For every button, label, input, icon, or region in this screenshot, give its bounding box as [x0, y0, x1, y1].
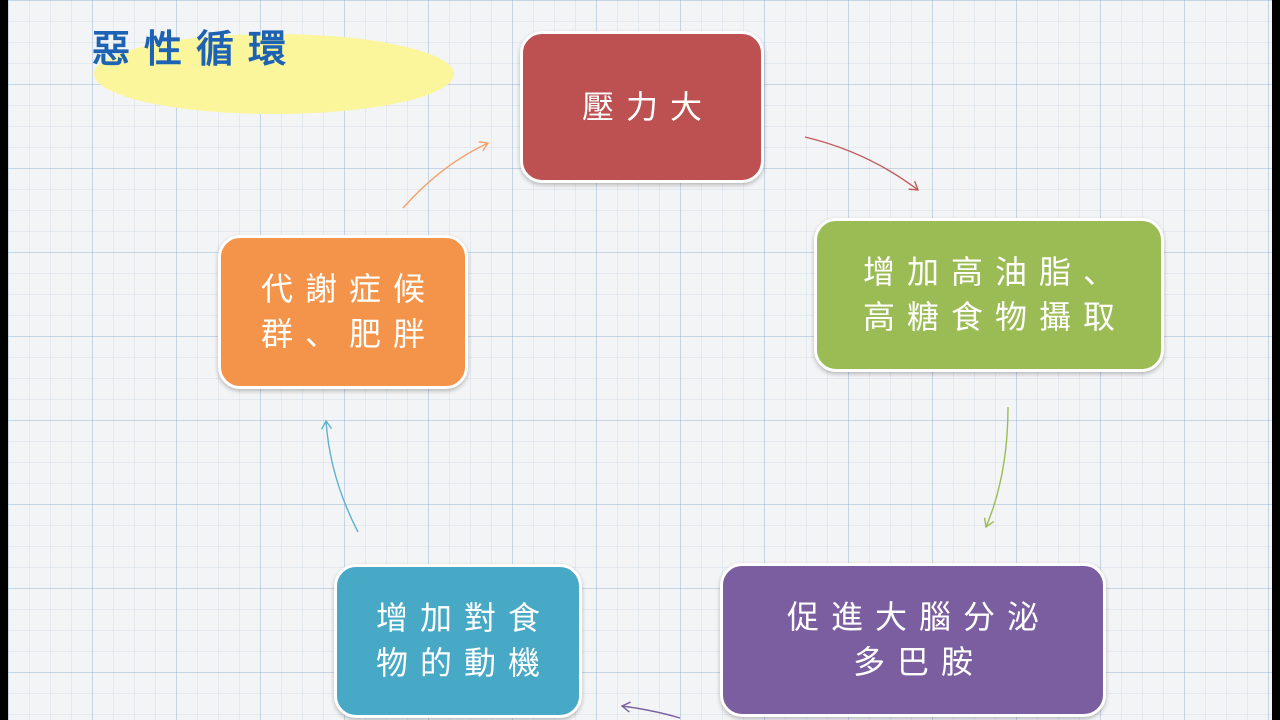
slide-canvas: 惡性循環 壓力大 增加高油脂、 高糖食物 [8, 0, 1272, 720]
node-food-label-line1: 增加高油脂、 [862, 253, 1127, 292]
node-metabolic-label-line1: 代謝症候 [260, 270, 437, 309]
node-metabolic-label-line2: 群、肥胖 [260, 315, 437, 353]
node-dopamine-release: 促進大腦分泌 多巴胺 [720, 563, 1106, 717]
node-food-motivation: 增加對食 物的動機 [334, 564, 582, 718]
node-dopamine-label-line1: 促進大腦分泌 [786, 598, 1051, 637]
node-motive-label-line2: 物的動機 [375, 644, 552, 682]
arrow-metabolic-to-stress [402, 141, 490, 209]
cycle-arrows [320, 136, 1009, 719]
arrow-motive-to-metabolic [320, 419, 359, 533]
page-title: 惡性循環 [92, 27, 301, 71]
arrow-dopamine-to-motive [620, 701, 681, 719]
node-food-label-line2: 高糖食物攝取 [862, 298, 1127, 336]
node-dopamine-label-line2: 多巴胺 [852, 643, 985, 681]
arrow-stress-to-food [804, 136, 920, 191]
arrow-food-to-dopamine [983, 406, 1009, 529]
node-metabolic-syndrome: 代謝症候 群、肥胖 [218, 235, 468, 389]
node-motive-label-line1: 增加對食 [375, 599, 552, 638]
title-highlight [94, 34, 454, 114]
node-stress-label: 壓力大 [581, 87, 714, 126]
node-stress: 壓力大 [520, 31, 764, 183]
node-high-fat-sugar-intake: 增加高油脂、 高糖食物攝取 [814, 218, 1164, 372]
